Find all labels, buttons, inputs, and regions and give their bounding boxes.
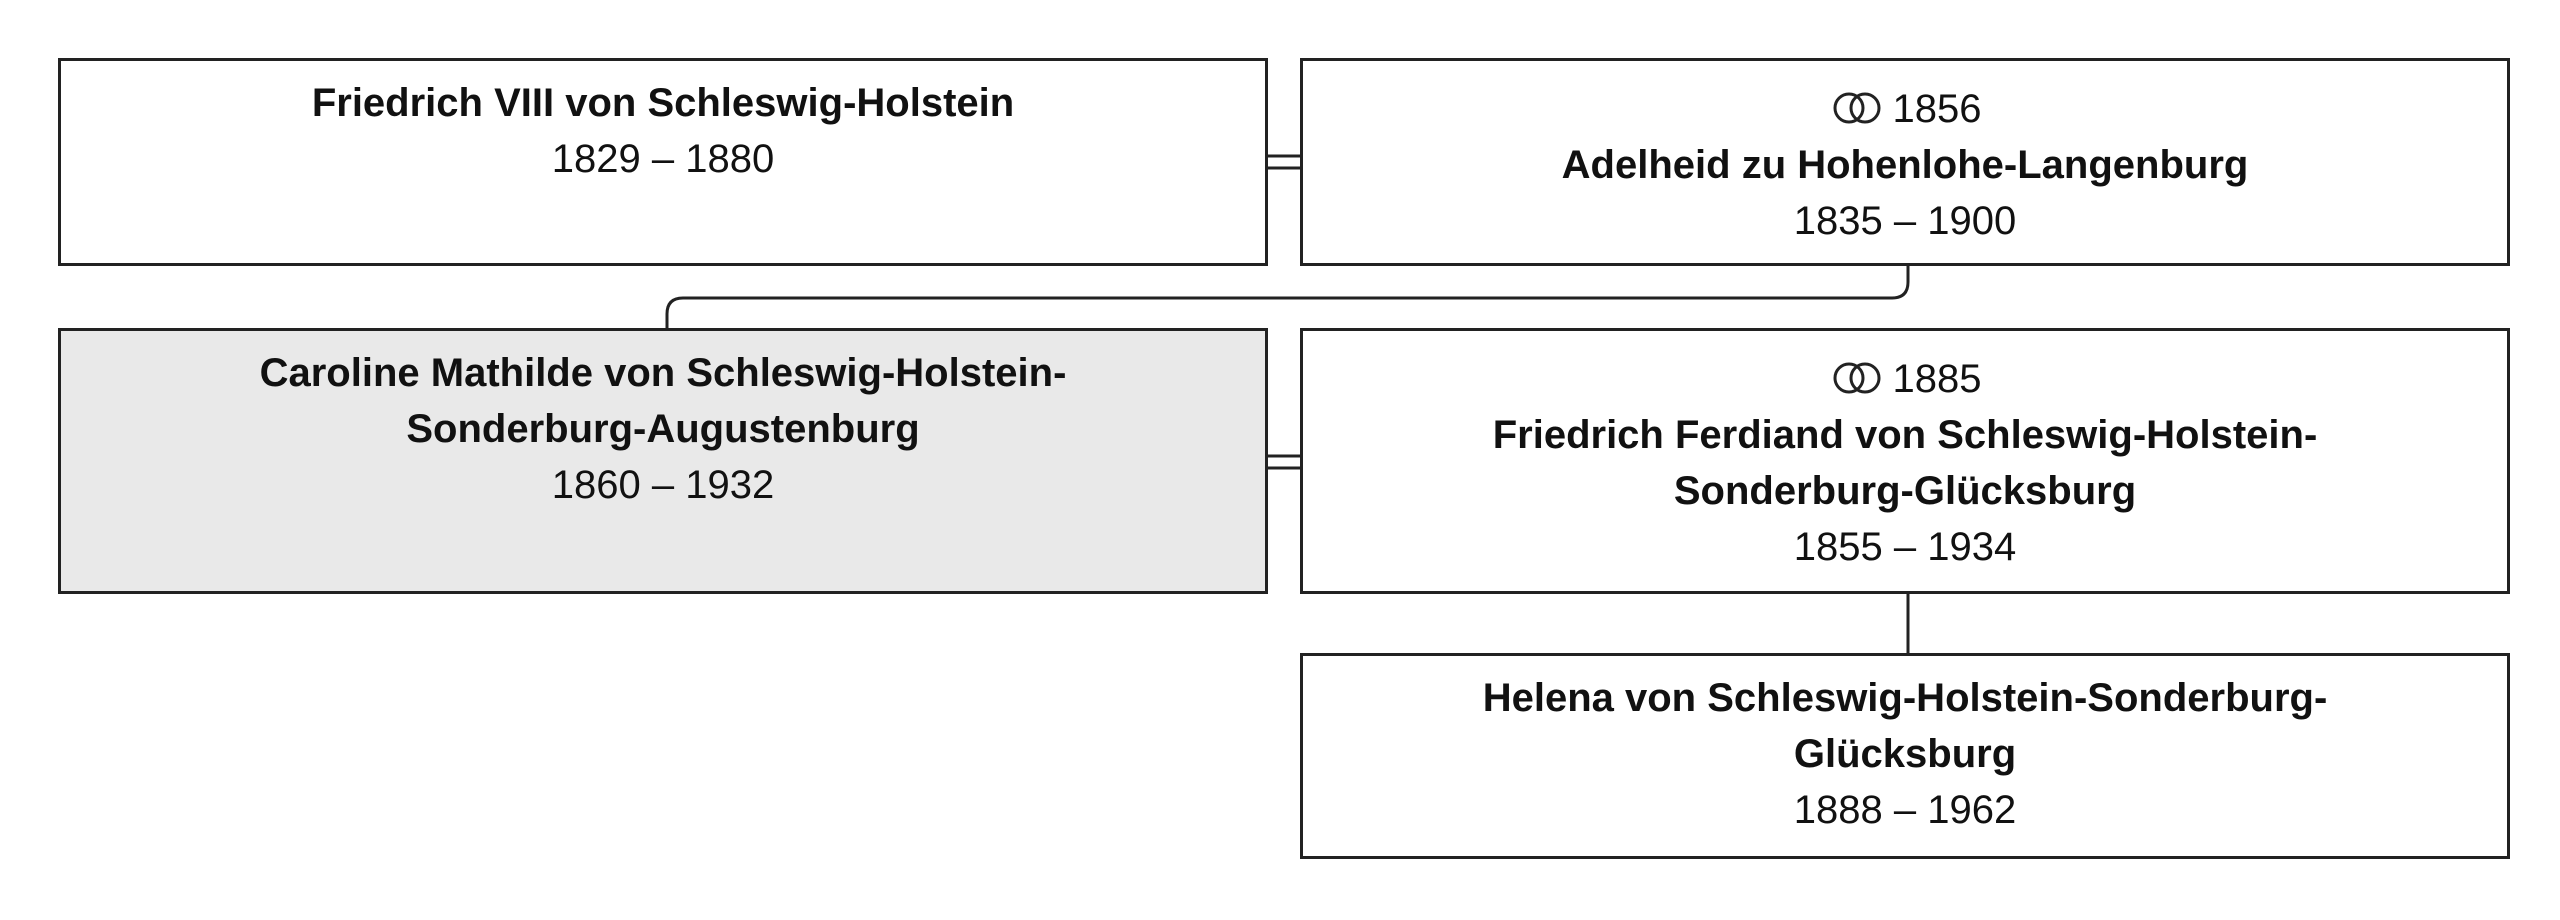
marriage-year: 1885 [1892,357,1982,401]
person-dates: 1888 – 1962 [1793,788,2017,832]
person-name: Adelheid zu Hohenlohe-Langenburg [1561,143,2249,187]
person-name-line-1: Helena von Schleswig-Holstein-Sonderburg… [1482,676,2328,720]
person-dates: 1829 – 1880 [551,137,775,181]
parent-child-link [665,263,1910,330]
person-card-helena[interactable]: Helena von Schleswig-Holstein-Sonderburg… [1300,653,2510,859]
person-card-adelheid[interactable]: 1856 Adelheid zu Hohenlohe-Langenburg 18… [1300,58,2510,266]
marriage-rings-icon [1833,92,1880,124]
person-card-friedrich-viii[interactable]: Friedrich VIII von Schleswig-Holstein 18… [58,58,1268,266]
marriage-info: 1885 [1303,351,2507,407]
person-name-line-1: Caroline Mathilde von Schleswig-Holstein… [259,351,1067,395]
person-name-line-2: Glücksburg [1793,732,2017,776]
marriage-rings-icon [1833,362,1880,394]
person-dates: 1835 – 1900 [1793,199,2017,243]
person-name: Friedrich VIII von Schleswig-Holstein [311,81,1015,125]
person-card-friedrich-ferdinand[interactable]: 1885 Friedrich Ferdiand von Schleswig-Ho… [1300,328,2510,594]
person-name-line-2: Sonderburg-Glücksburg [1673,469,2137,513]
person-name-line-1: Friedrich Ferdiand von Schleswig-Holstei… [1492,413,2318,457]
marriage-info: 1856 [1303,81,2507,137]
person-dates: 1860 – 1932 [551,463,775,507]
person-dates: 1855 – 1934 [1793,525,2017,569]
marriage-year: 1856 [1892,87,1982,131]
person-card-caroline-mathilde[interactable]: Caroline Mathilde von Schleswig-Holstein… [58,328,1268,594]
person-name-line-2: Sonderburg-Augustenburg [406,407,920,451]
